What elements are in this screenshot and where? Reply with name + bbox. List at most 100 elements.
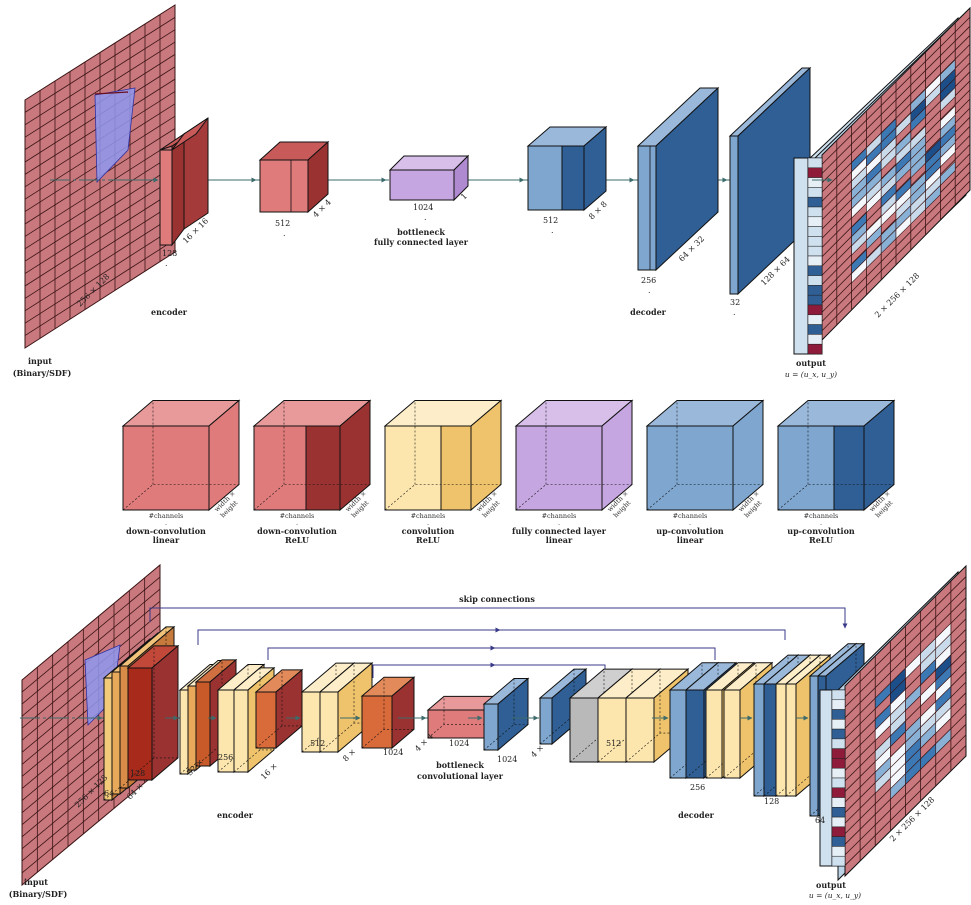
bottom-bneck-sub: convolutional layer xyxy=(417,771,504,781)
top-bneck-dim: 1 xyxy=(459,191,469,201)
bottom-input-title: input xyxy=(24,877,48,887)
dec-up-1024 xyxy=(484,679,528,751)
block-front-face xyxy=(598,698,626,762)
dot: . xyxy=(165,259,168,268)
output-strip-cell xyxy=(808,207,822,217)
dot: . xyxy=(283,229,286,238)
block-front-face xyxy=(724,690,740,778)
block-inner-band xyxy=(441,426,471,510)
output-strip-cell xyxy=(832,758,845,768)
block-front-face xyxy=(196,682,210,766)
output-strip-cell xyxy=(832,817,845,827)
bottom-ch64: 64 xyxy=(104,789,114,798)
output-strip-cell xyxy=(808,256,822,266)
output-strip-cell xyxy=(808,334,822,344)
output-strip-cell xyxy=(832,856,845,866)
legend-block-blue xyxy=(647,401,763,511)
block-front-face xyxy=(120,666,128,788)
output-strip-cell xyxy=(808,187,822,197)
legend-sub: ReLU xyxy=(809,535,833,545)
output-strip-cell xyxy=(832,768,845,778)
bottom-ch128: 128 xyxy=(130,769,145,778)
output-strip-cell xyxy=(832,798,845,808)
top-decoder-label: decoder xyxy=(630,307,667,317)
output-strip-cell xyxy=(808,236,822,246)
dot: . xyxy=(733,308,736,317)
output-strip-cell xyxy=(832,739,845,749)
block-front-face xyxy=(484,704,498,750)
enc-down-64 xyxy=(128,646,178,780)
output-strip-cell xyxy=(808,276,822,286)
block-front-face xyxy=(540,698,552,744)
output-strip-cell xyxy=(832,807,845,817)
bottom-output-title: output xyxy=(816,880,846,890)
legend-sub: linear xyxy=(546,535,573,545)
dot: . xyxy=(424,213,427,222)
top-dec3-ch: 32 xyxy=(730,298,740,307)
output-strip-cell xyxy=(832,837,845,847)
output-strip-cell xyxy=(808,285,822,295)
bottom-ch1024: 1024 xyxy=(383,748,403,757)
legend-sub: ReLU xyxy=(416,535,440,545)
bottom-dim16: 16 × xyxy=(259,761,279,781)
block-front-face xyxy=(234,690,248,772)
block-front-face xyxy=(128,668,152,780)
top-network: input (Binary/SDF) 256 × 128 128 . 16 × … xyxy=(13,5,970,379)
bottom-dec1024: 1024 xyxy=(497,755,517,764)
top-enc1-ch: 128 xyxy=(162,249,177,258)
output-strip-cell xyxy=(808,227,822,237)
legend-block-red-relu xyxy=(254,401,370,511)
block-front-face xyxy=(754,684,764,796)
block-front-face xyxy=(706,690,722,778)
output-strip-cell xyxy=(808,295,822,305)
legend-block-purple xyxy=(516,401,632,511)
block-inner-band xyxy=(834,426,864,510)
output-strip-cell xyxy=(808,217,822,227)
bottom-dim4: 4 × 4 xyxy=(413,732,435,754)
output-strip-cell xyxy=(832,846,845,856)
top-bottleneck xyxy=(390,156,468,200)
top-output-formula: u = (u_x, u_y) xyxy=(785,370,837,379)
top-enc-conv2 xyxy=(260,142,328,212)
top-input-sub: (Binary/SDF) xyxy=(13,368,72,378)
bottom-ch512: 512 xyxy=(310,739,325,748)
dot: . xyxy=(648,286,651,295)
skip-label: skip connections xyxy=(459,594,535,604)
output-strip-cell xyxy=(832,729,845,739)
block-front-face xyxy=(428,710,484,738)
bottom-decoder-label: decoder xyxy=(678,810,715,820)
bottom-encoder-label: encoder xyxy=(217,810,254,820)
top-bneck-title: bottleneck xyxy=(397,227,445,237)
bottom-dec512: 512 xyxy=(606,739,621,748)
legend-sub: linear xyxy=(677,535,704,545)
output-strip-cell xyxy=(808,315,822,325)
block-front-face xyxy=(123,426,209,510)
output-strip-cell xyxy=(832,719,845,729)
block-front-face xyxy=(570,698,598,762)
bottom-bneck-title: bottleneck xyxy=(436,760,484,770)
output-strip-cell xyxy=(808,197,822,207)
output-strip-cell xyxy=(808,158,822,168)
block-front-face xyxy=(776,684,786,796)
legend-block-yellow xyxy=(385,401,501,511)
top-input-title: input xyxy=(28,356,52,366)
block-front-face xyxy=(188,686,196,770)
output-strip-cell xyxy=(832,690,845,700)
legend-block-blue-relu xyxy=(778,401,894,511)
top-output-planes xyxy=(794,8,970,354)
top-dec-conv2 xyxy=(638,88,718,270)
bottom-dec4: 4 × xyxy=(529,743,546,760)
block-inner-band xyxy=(306,426,340,510)
block-front-face xyxy=(516,426,602,510)
top-input-plane xyxy=(25,5,175,348)
output-strip-cell xyxy=(808,325,822,335)
block-side-face xyxy=(152,646,178,780)
block-front-face xyxy=(362,696,392,748)
top-bneck-sub: fully connected layer xyxy=(374,237,469,247)
bottom-output-formula: u = (u_x, u_y) xyxy=(809,891,861,900)
top-output-title: output xyxy=(796,358,826,368)
top-bneck-ch: 1024 xyxy=(413,203,433,212)
block-front-face xyxy=(810,676,818,816)
